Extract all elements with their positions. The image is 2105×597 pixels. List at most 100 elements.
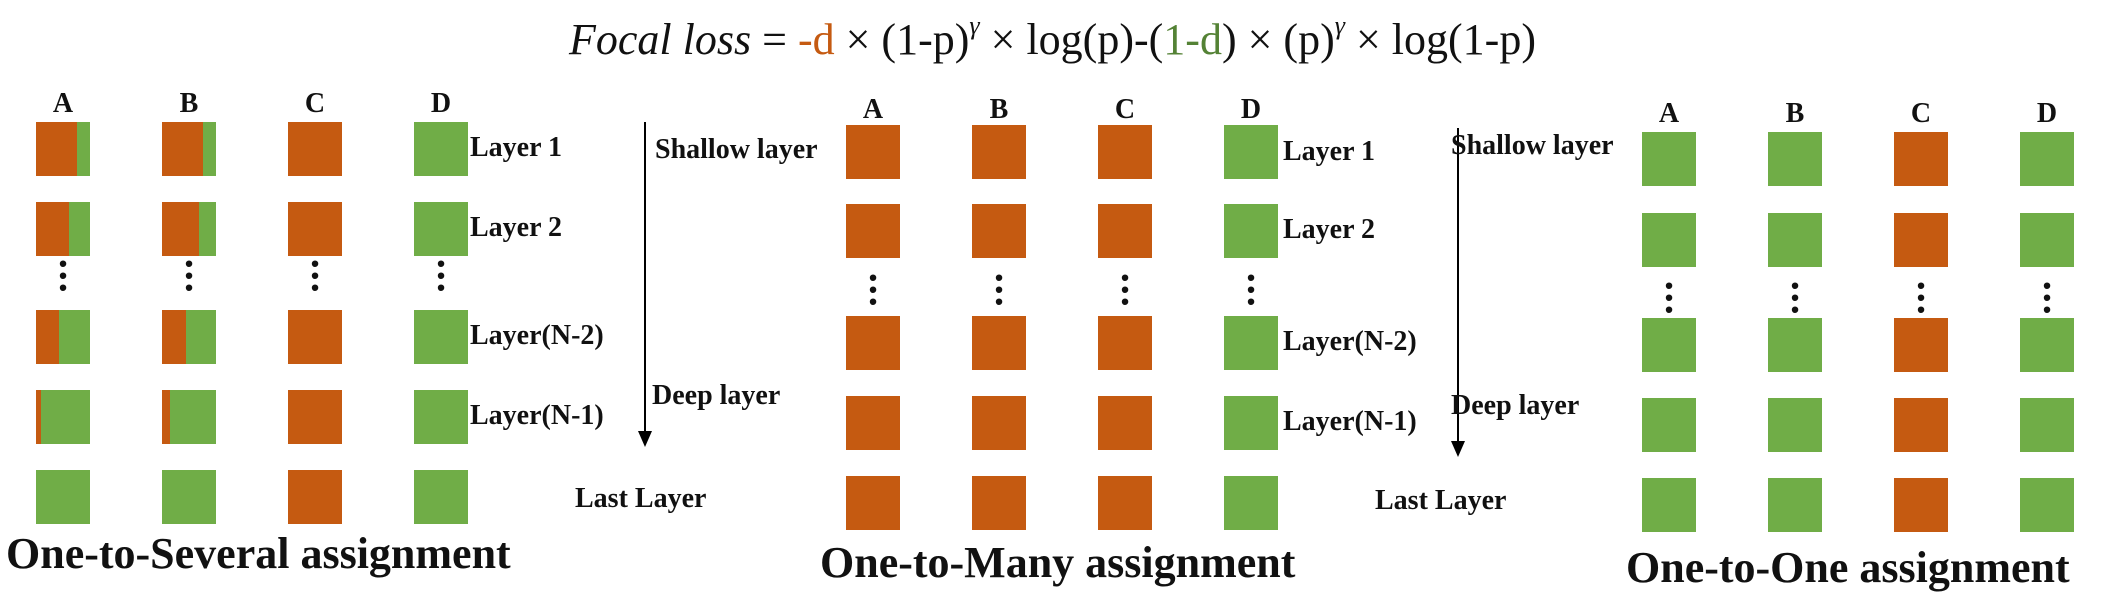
- negative-share: [846, 316, 900, 370]
- anchor-cell: [846, 396, 900, 450]
- shallow-layer-label: Shallow layer: [1451, 130, 1614, 161]
- negative-share: [846, 396, 900, 450]
- anchor-cell: [1224, 125, 1278, 179]
- negative-share: [1894, 318, 1948, 372]
- column-header-b: B: [1785, 98, 1805, 129]
- positive-share: [2020, 213, 2074, 267]
- column-header-d: D: [2036, 98, 2058, 129]
- anchor-cell: [2020, 213, 2074, 267]
- anchor-cell: [1642, 478, 1696, 532]
- column-header-c: C: [304, 88, 326, 119]
- positive-share: [2020, 132, 2074, 186]
- anchor-cell: [162, 310, 216, 364]
- vertical-ellipsis: ···: [182, 241, 196, 310]
- positive-share: [36, 470, 90, 524]
- positive-share: [414, 122, 468, 176]
- anchor-cell: [162, 122, 216, 176]
- positive-share: [414, 390, 468, 444]
- depth-arrow: [638, 122, 652, 447]
- positive-share: [2020, 478, 2074, 532]
- last-layer-label: Last Layer: [575, 483, 707, 514]
- positive-share: [1224, 476, 1278, 530]
- layer-label: Layer 1: [1283, 136, 1376, 167]
- column-header-c: C: [1910, 98, 1932, 129]
- anchor-cell: [846, 476, 900, 530]
- positive-share: [1768, 318, 1822, 372]
- formula-eq: =: [751, 15, 798, 64]
- anchor-cell: [1642, 213, 1696, 267]
- positive-share: [414, 310, 468, 364]
- positive-share: [186, 310, 216, 364]
- positive-share: [1224, 396, 1278, 450]
- vertical-ellipsis: ···: [1118, 255, 1132, 324]
- column-header-a: A: [862, 94, 884, 125]
- negative-share: [1894, 398, 1948, 452]
- anchor-cell: [36, 202, 90, 256]
- negative-share: [162, 310, 187, 364]
- anchor-cell: [288, 310, 342, 364]
- formula-gamma-1: γ: [969, 11, 980, 41]
- shallow-layer-label: Shallow layer: [655, 134, 818, 165]
- negative-share: [846, 476, 900, 530]
- positive-share: [1768, 132, 1822, 186]
- anchor-cell: [972, 125, 1026, 179]
- column-header-a: A: [1658, 98, 1680, 129]
- positive-share: [414, 202, 468, 256]
- anchor-cell: [1768, 132, 1822, 186]
- anchor-cell: [1098, 396, 1152, 450]
- panel-title: One-to-Many assignment: [820, 538, 1296, 587]
- arrow-head: [1451, 441, 1465, 457]
- negative-share: [1098, 476, 1152, 530]
- positive-share: [198, 202, 216, 256]
- formula-term-1: × (1-p): [834, 15, 970, 64]
- anchor-cell: [414, 122, 468, 176]
- positive-share: [1642, 132, 1696, 186]
- negative-share: [162, 202, 199, 256]
- vertical-ellipsis: ···: [308, 241, 322, 310]
- positive-share: [41, 390, 90, 444]
- layer-label: Layer 1: [470, 132, 563, 163]
- anchor-cell: [846, 125, 900, 179]
- formula-d: d: [812, 15, 835, 64]
- anchor-cell: [414, 390, 468, 444]
- anchor-cell: [846, 316, 900, 370]
- anchor-cell: [1224, 204, 1278, 258]
- positive-share: [1768, 213, 1822, 267]
- anchor-cell: [1642, 398, 1696, 452]
- column-header-c: C: [1114, 94, 1136, 125]
- depth-arrow: [1451, 128, 1465, 457]
- anchor-cell: [36, 470, 90, 524]
- anchor-cell: [288, 390, 342, 444]
- negative-share: [972, 316, 1026, 370]
- anchor-cell: [36, 390, 90, 444]
- negative-share: [1894, 132, 1948, 186]
- negative-share: [36, 390, 42, 444]
- vertical-ellipsis: ···: [2040, 263, 2054, 332]
- anchor-cell: [1224, 396, 1278, 450]
- positive-share: [1224, 125, 1278, 179]
- formula-lhs: Focal loss: [569, 15, 752, 64]
- anchor-cell: [1894, 478, 1948, 532]
- anchor-cell: [1894, 398, 1948, 452]
- negative-share: [846, 125, 900, 179]
- anchor-cell: [288, 122, 342, 176]
- negative-share: [36, 122, 77, 176]
- anchor-cell: [2020, 478, 2074, 532]
- anchor-cell: [36, 122, 90, 176]
- positive-share: [2020, 398, 2074, 452]
- column-header-d: D: [430, 88, 452, 119]
- negative-share: [36, 310, 59, 364]
- panel-title: One-to-One assignment: [1626, 543, 2070, 592]
- negative-share: [1098, 125, 1152, 179]
- anchor-cell: [2020, 132, 2074, 186]
- layer-label: Layer(N-2): [1283, 326, 1417, 357]
- anchor-cell: [414, 470, 468, 524]
- layer-label: Layer 2: [1283, 214, 1376, 245]
- formula-gamma-2: γ: [1334, 11, 1345, 41]
- anchor-cell: [162, 390, 216, 444]
- formula-minus: -: [797, 15, 813, 64]
- anchor-cell: [288, 202, 342, 256]
- layer-label: Layer 2: [470, 212, 563, 243]
- vertical-ellipsis: ···: [434, 241, 448, 310]
- vertical-ellipsis: ···: [1662, 263, 1676, 332]
